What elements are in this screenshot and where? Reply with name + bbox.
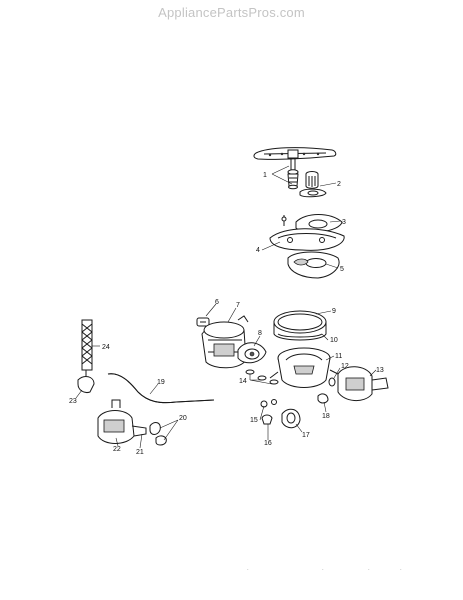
callout-7: 7: [236, 302, 240, 309]
callout-23: 23: [69, 398, 77, 405]
site-watermark: AppliancePartsPros.com: [158, 5, 305, 20]
callout-16: 16: [264, 440, 272, 447]
footer-mark: .: [400, 566, 402, 572]
callout-24: 24: [102, 344, 110, 351]
footer-mark: .: [247, 566, 249, 572]
callout-numbers: 1 2 3 4 5 6 7 8 9 10 11 12 13 14 15 16 1…: [69, 172, 384, 456]
callout-13: 13: [376, 367, 384, 374]
lower-filter: [287, 251, 340, 279]
callout-5: 5: [340, 266, 344, 273]
callout-11: 11: [335, 353, 342, 360]
callout-8: 8: [258, 330, 262, 337]
callout-9: 9: [332, 308, 336, 315]
footer-mark: .: [368, 566, 370, 572]
callout-1: 1: [263, 172, 267, 179]
spray-arm-assembly: [253, 147, 337, 190]
callout-15: 15: [250, 417, 258, 424]
callout-19: 19: [157, 379, 165, 386]
callout-17: 17: [302, 432, 310, 439]
callout-22: 22: [113, 446, 121, 453]
callout-20: 20: [179, 415, 187, 422]
callout-12: 12: [341, 363, 349, 370]
callout-10: 10: [330, 337, 338, 344]
drain-valve: [317, 366, 389, 404]
sump-housing: [269, 347, 339, 388]
check-valve-parts: [260, 399, 301, 429]
filter-cup: [299, 171, 327, 198]
pump-motor-assembly: [196, 315, 267, 369]
drain-hose: [107, 373, 215, 404]
footer-mark: .: [322, 566, 324, 572]
pump-guard: [269, 228, 345, 251]
leader-lines: [75, 165, 377, 449]
callout-21: 21: [136, 449, 144, 456]
callout-3: 3: [342, 219, 346, 226]
filter-plate-upper: [281, 214, 343, 233]
callout-18: 18: [322, 413, 330, 420]
callout-2: 2: [337, 181, 341, 188]
callout-4: 4: [256, 247, 260, 254]
scan-footer: . . . .: [0, 566, 463, 578]
callout-14: 14: [239, 378, 247, 385]
inlet-valve: [97, 399, 167, 446]
callout-6: 6: [215, 299, 219, 306]
sump-gasket: [273, 310, 327, 341]
vent-tube: [77, 319, 95, 393]
